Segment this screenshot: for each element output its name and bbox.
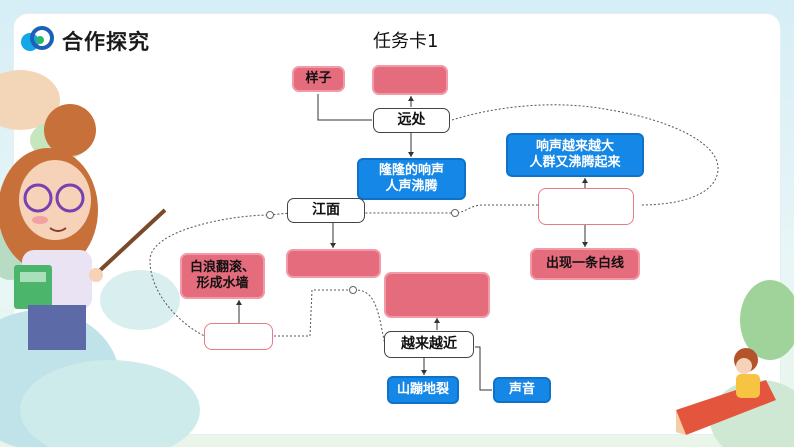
node-yuanchu: 远处 bbox=[373, 108, 450, 133]
node-bailang: 白浪翻滚、 形成水墙 bbox=[180, 253, 265, 299]
girl-on-pencil-illustration bbox=[676, 348, 776, 435]
node-blank-left[interactable] bbox=[204, 323, 273, 350]
node-shanbeng: 山蹦地裂 bbox=[387, 376, 459, 404]
teacher-illustration bbox=[0, 104, 167, 350]
node-yuelai: 越来越近 bbox=[384, 331, 474, 358]
task-card-title: 任务卡1 bbox=[373, 31, 439, 52]
node-blank-top[interactable] bbox=[372, 65, 448, 95]
node-xiangsheng: 响声越来越大 人群又沸腾起来 bbox=[506, 133, 644, 177]
node-blank-right[interactable] bbox=[538, 188, 634, 225]
node-blank-middle[interactable] bbox=[286, 249, 381, 278]
node-longlong: 隆隆的响声 人声沸腾 bbox=[357, 158, 466, 200]
node-blank-lower[interactable] bbox=[384, 272, 490, 318]
app-logo-icon bbox=[21, 26, 54, 51]
node-yangzi: 样子 bbox=[292, 66, 345, 92]
section-title: 合作探究 bbox=[62, 30, 150, 54]
node-shengyin: 声音 bbox=[493, 377, 551, 403]
node-jiangmian: 江面 bbox=[287, 198, 365, 223]
node-chuxian: 出现一条白线 bbox=[530, 248, 640, 280]
